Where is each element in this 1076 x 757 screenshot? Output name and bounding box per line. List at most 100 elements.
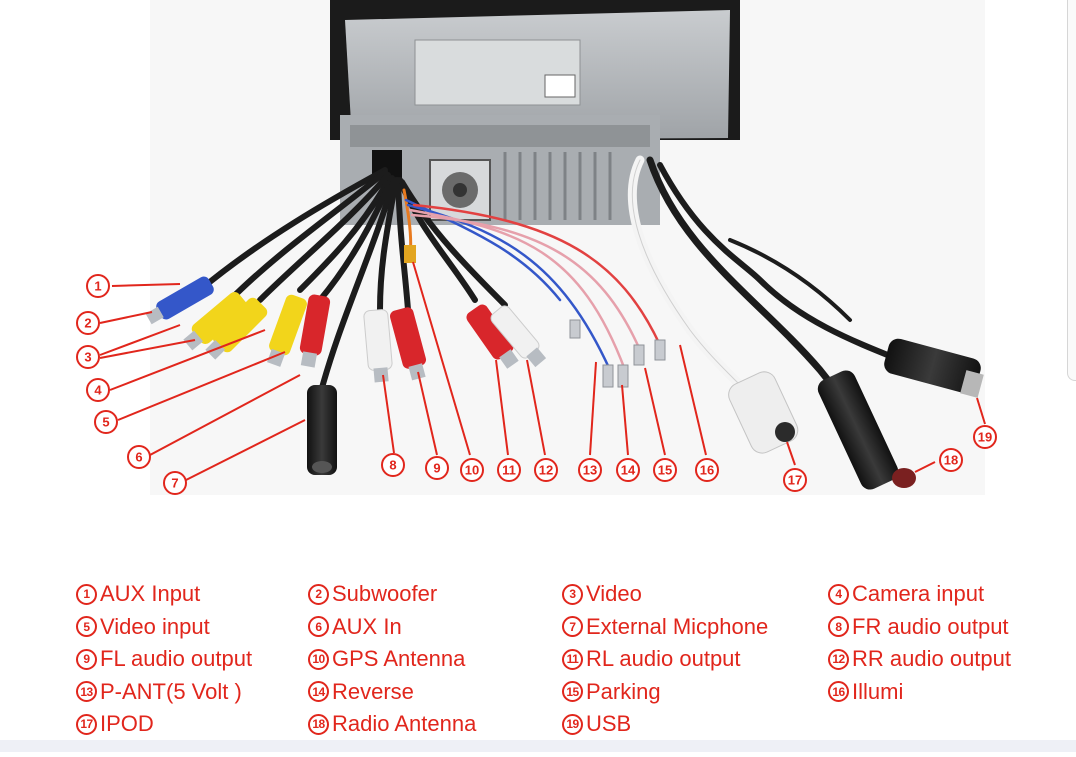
legend-label: Reverse	[332, 678, 414, 704]
legend-label: Camera input	[852, 581, 985, 607]
legend-label: P-ANT(5 Volt )	[100, 678, 242, 704]
callout-number: 7	[171, 476, 178, 491]
callout-1: 1	[86, 274, 110, 298]
legend-number: 1	[76, 583, 97, 605]
callout-number: 17	[788, 473, 802, 488]
callout-2: 2	[76, 311, 100, 335]
callout-number: 3	[84, 350, 91, 365]
callout-number: 16	[700, 463, 714, 478]
legend-label: Parking	[586, 678, 661, 704]
callout-number: 10	[465, 463, 479, 478]
callout-3: 3	[76, 345, 100, 369]
callout-13: 13	[578, 458, 602, 482]
callout-number: 18	[944, 453, 958, 468]
legend-number: 13	[76, 681, 97, 703]
callout-11: 11	[497, 458, 521, 482]
plug-ends	[307, 338, 984, 490]
legend-label: GPS Antenna	[332, 646, 466, 672]
callout-16: 16	[695, 458, 719, 482]
callout-7: 7	[163, 471, 187, 495]
callout-8: 8	[381, 453, 405, 477]
head-unit	[330, 0, 740, 225]
legend-item: 3 Video	[562, 581, 828, 607]
callout-number: 12	[539, 463, 553, 478]
callout-number: 8	[389, 458, 396, 473]
legend-number: 18	[308, 713, 329, 735]
legend-label: Radio Antenna	[332, 711, 477, 737]
legend-number: 10	[308, 648, 329, 670]
bottom-strip	[0, 740, 1076, 752]
callout-9: 9	[425, 456, 449, 480]
callout-17: 17	[783, 468, 807, 492]
rca-connectors	[145, 245, 547, 383]
wire-harness	[197, 155, 903, 464]
legend-label: Illumi	[852, 678, 904, 704]
legend-number: 12	[828, 648, 849, 670]
callout-6: 6	[127, 445, 151, 469]
legend-label: External Micphone	[586, 613, 769, 639]
legend-label: USB	[586, 711, 632, 737]
callout-number: 14	[621, 463, 636, 478]
callout-number: 2	[84, 316, 91, 331]
callout-4: 4	[86, 378, 110, 402]
legend-label: Video input	[100, 613, 210, 639]
callout-18: 18	[939, 448, 963, 472]
callout-number: 4	[94, 383, 102, 398]
leader-lines	[99, 261, 986, 481]
callout-number: 15	[658, 463, 672, 478]
callout-12: 12	[534, 458, 558, 482]
legend-number: 8	[828, 616, 849, 638]
legend-number: 19	[562, 713, 583, 735]
legend-number: 2	[308, 583, 329, 605]
callout-number: 1	[94, 279, 101, 294]
legend-number: 14	[308, 681, 329, 703]
legend-number: 3	[562, 583, 583, 605]
legend-number: 17	[76, 713, 97, 735]
scrollbar-edge[interactable]	[1067, 0, 1076, 381]
legend-number: 11	[562, 648, 583, 670]
legend-number: 4	[828, 583, 849, 605]
legend-number: 5	[76, 616, 97, 638]
legend-item: 2 Subwoofer	[308, 581, 562, 607]
legend-label: Subwoofer	[332, 581, 438, 607]
callout-number: 11	[502, 463, 516, 478]
legend-label: FL audio output	[100, 646, 253, 672]
callout-14: 14	[616, 458, 640, 482]
legend-label: RR audio output	[852, 646, 1011, 672]
callout-15: 15	[653, 458, 677, 482]
legend-number: 15	[562, 681, 583, 703]
legend-label: RL audio output	[586, 646, 741, 672]
callout-19: 19	[973, 425, 997, 449]
callout-number: 5	[102, 415, 109, 430]
spade-terminals	[569, 319, 666, 388]
callout-5: 5	[94, 410, 118, 434]
legend-number: 7	[562, 616, 583, 638]
legend-label: FR audio output	[852, 613, 1009, 639]
callout-number: 6	[135, 450, 142, 465]
legend-number: 9	[76, 648, 97, 670]
callout-number: 9	[433, 461, 440, 476]
legend-label: Video	[586, 581, 642, 607]
